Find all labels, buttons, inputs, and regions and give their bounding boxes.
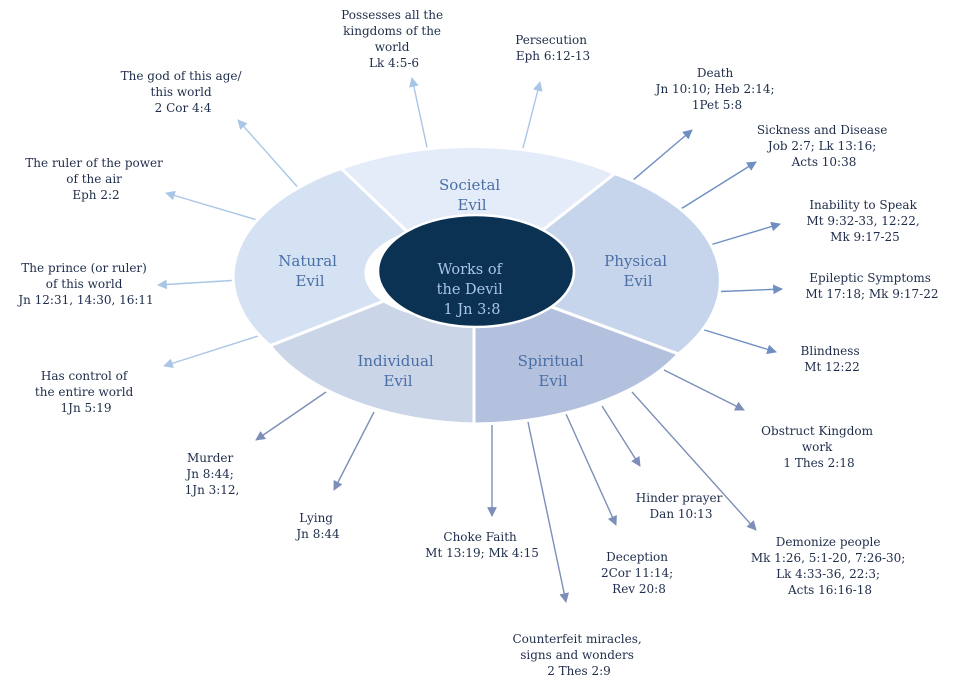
arrow-persecution [521,81,543,153]
segment-label-natural: Natural Evil [278,252,341,290]
annotation-counterfeit: Counterfeit miracles, signs and wonders … [512,632,645,678]
arrow-possesses-kingdoms [409,77,429,153]
annotation-blindness: Blindness Mt 12:22 [801,344,864,374]
annotation-ruler-of-air: The ruler of the power of the air Eph 2:… [25,156,166,202]
annotation-prince-of-world: The prince (or ruler) of this world Jn 1… [16,261,153,307]
segment-natural [231,166,411,348]
annotations: Possesses all the kingdoms of the world … [16,8,938,678]
arrow-sickness [675,161,757,213]
annotation-control-world: Has control of the entire world 1Jn 5:19 [35,369,137,415]
center-ellipse [376,213,576,329]
arrow-god-of-this-age [237,119,303,193]
annotation-murder: Murder Jn 8:44; 1Jn 3:12, [184,451,239,497]
annotation-obstruct-kingdom: Obstruct Kingdom work 1 Thes 2:18 [761,424,877,470]
arrow-prince-of-world [157,279,241,290]
arrow-blindness [697,327,777,355]
arrow-inability-speak [699,221,781,249]
arrow-murder [255,391,327,441]
arrow-death [631,129,693,182]
annotation-death: Death Jn 10:10; Heb 2:14; 1Pet 5:8 [654,66,779,112]
annotation-lying: Lying Jn 8:44 [294,511,340,541]
annotation-possesses-kingdoms: Possesses all the kingdoms of the world … [341,8,447,70]
annotation-deception: Deception 2Cor 11:14; Rev 20:8 [601,550,677,596]
segment-label-spiritual: Spiritual Evil [518,352,589,390]
annotation-inability-speak: Inability to Speak Mt 9:32-33, 12:22, Mk… [806,198,923,244]
arrows [157,77,783,603]
annotation-sickness: Sickness and Disease Job 2:7; Lk 13:16; … [757,123,891,169]
annotation-choke-faith: Choke Faith Mt 13:19; Mk 4:15 [425,530,539,560]
arrow-control-world [163,335,259,368]
segment-label-individual: Individual Evil [357,352,438,390]
arrow-obstruct-kingdom [663,369,745,411]
annotation-god-of-this-age: The god of this age/ this world 2 Cor 4:… [121,69,246,115]
annotation-persecution: Persecution Eph 6:12-13 [515,33,591,63]
annotation-demonize: Demonize people Mk 1:26, 5:1-20, 7:26-30… [751,535,909,597]
segment-label-physical: Physical Evil [604,252,672,290]
arrow-hinder-prayer [601,405,641,467]
ring [231,145,722,426]
arrow-ruler-of-air [165,190,265,223]
arrow-counterfeit [527,421,569,603]
annotation-hinder-prayer: Hinder prayer Dan 10:13 [636,491,726,521]
annotation-epileptic: Epileptic Symptoms Mt 17:18; Mk 9:17-22 [805,271,938,301]
center-label: Works of the Devil 1 Jn 3:8 [437,262,508,318]
arrow-deception [565,413,617,526]
arrow-demonize [631,391,757,531]
arrow-lying [333,411,375,491]
segment-label-societal: Societal Evil [439,176,505,214]
